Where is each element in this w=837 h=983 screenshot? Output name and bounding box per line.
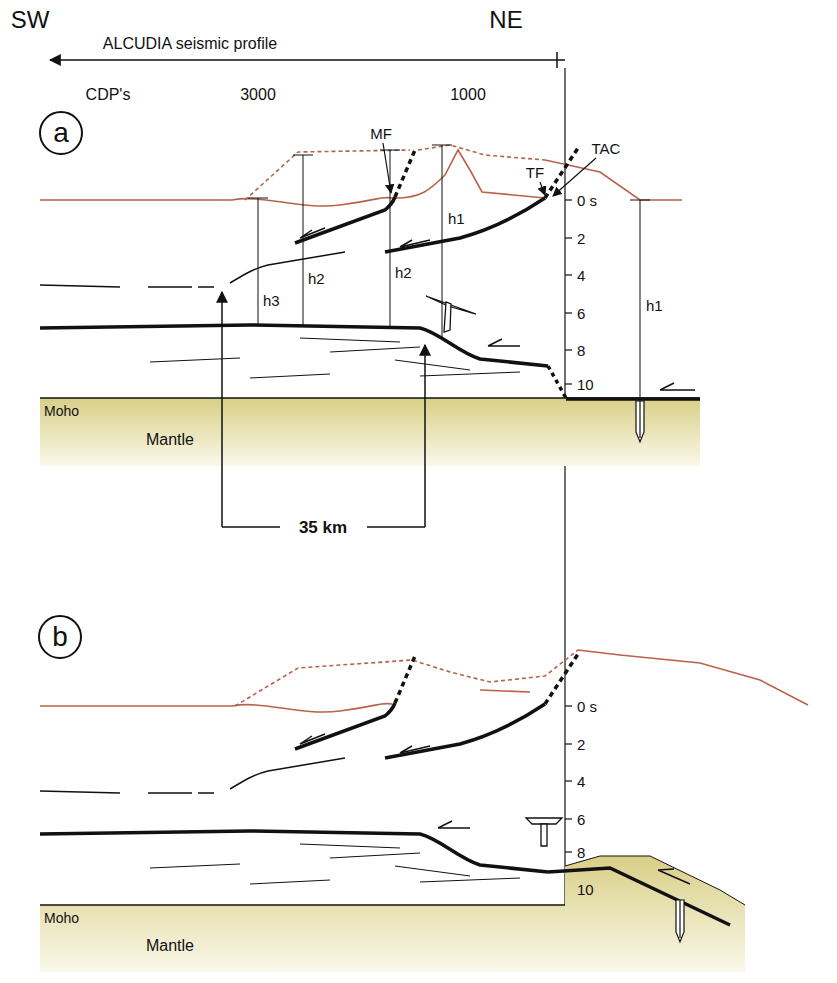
label: TF — [526, 165, 544, 180]
label: 2 — [577, 737, 585, 752]
label: NE — [489, 8, 522, 32]
panel-circle: a — [39, 111, 83, 155]
label: 35 km — [296, 519, 350, 536]
label: SW — [11, 8, 50, 32]
label: Mantle — [146, 938, 194, 954]
thrust-b — [438, 821, 730, 925]
label: Moho — [44, 404, 79, 418]
pin-symbol — [636, 401, 644, 442]
label: 10 — [577, 882, 594, 897]
profile-arrow — [50, 52, 565, 68]
label: 6 — [577, 812, 585, 827]
label: h1 — [646, 298, 663, 313]
label: 10 — [577, 377, 594, 392]
label: h2 — [395, 265, 412, 280]
panel-circle: b — [38, 615, 82, 659]
label: CDP's — [86, 87, 131, 103]
thrust-symbol — [426, 296, 476, 332]
label: 8 — [577, 343, 585, 358]
leader-arrows — [383, 143, 596, 196]
panel-letter: a — [53, 119, 69, 147]
label: h3 — [263, 293, 280, 308]
label: 4 — [577, 774, 585, 789]
detachment-right — [488, 339, 700, 399]
label: Mantle — [146, 432, 194, 448]
label: TAC — [592, 141, 621, 156]
faults — [40, 148, 578, 378]
shortening-bracket — [222, 292, 425, 527]
label: MF — [370, 126, 392, 141]
label: h1 — [448, 211, 465, 226]
thrust-symbol-b — [526, 818, 562, 846]
mantle-fill-b — [40, 856, 745, 972]
mantle-fill — [40, 398, 700, 466]
label: 2 — [577, 231, 585, 246]
label: 0 s — [577, 699, 597, 714]
panel-letter: b — [52, 623, 68, 651]
label: 1000 — [450, 87, 486, 103]
label: 6 — [577, 306, 585, 321]
time-axis — [565, 68, 572, 960]
label: 3000 — [240, 87, 276, 103]
label: 4 — [577, 268, 585, 283]
label: ALCUDIA seismic profile — [103, 36, 277, 52]
label: Moho — [44, 911, 79, 925]
label: 0 s — [577, 193, 597, 208]
pin-symbol-b — [676, 900, 684, 942]
height-lines — [248, 145, 650, 397]
label: h2 — [308, 271, 325, 286]
topography-b — [40, 650, 808, 712]
label: 8 — [577, 845, 585, 860]
